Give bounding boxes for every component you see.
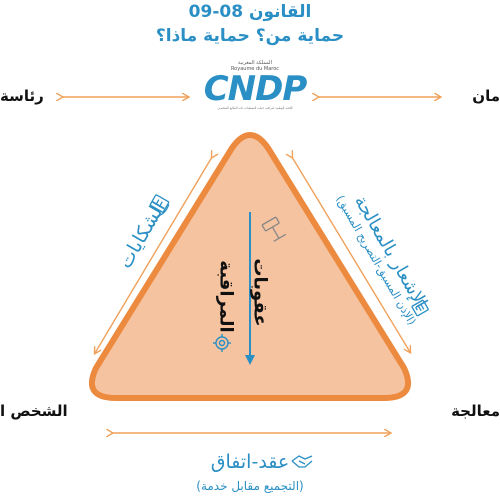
logo-name: CNDP <box>203 69 308 109</box>
logo-arabic-line: المملكة المغربية <box>238 60 272 66</box>
right-side-arrow <box>292 157 410 352</box>
corner-bottom-left-label: الشخص ا <box>0 402 68 420</box>
cndp-logo: المملكة المغربية Royaume du Maroc CNDP ا… <box>200 60 310 110</box>
gavel-icon <box>261 216 287 242</box>
gear-icon <box>213 334 231 352</box>
page-subtitle: حماية من؟ حماية ماذا؟ <box>155 26 345 46</box>
contract-sub-label: (التجميع مقابل خدمة) <box>196 479 304 493</box>
corner-bottom-right-label: معالجة <box>451 402 500 420</box>
left-side-arrow <box>95 157 212 353</box>
logo-kingdom-line: Royaume du Maroc <box>230 66 280 72</box>
handshake-icon <box>291 455 313 468</box>
sanctions-label: عقوبات <box>249 258 271 327</box>
document-icon <box>411 299 429 317</box>
hand-document-icon <box>149 194 170 217</box>
contract-label: عقد-اتفاق <box>210 451 290 473</box>
logo-tagline: اللجنة الوطنية لمراقبة حماية المعطيات ذا… <box>217 106 293 110</box>
corner-top-right-label: مان <box>472 87 500 105</box>
control-label: المراقبة <box>215 260 237 333</box>
page-title: القانون 08-09 <box>188 2 312 22</box>
corner-top-left-label: رئاسة <box>0 87 44 105</box>
